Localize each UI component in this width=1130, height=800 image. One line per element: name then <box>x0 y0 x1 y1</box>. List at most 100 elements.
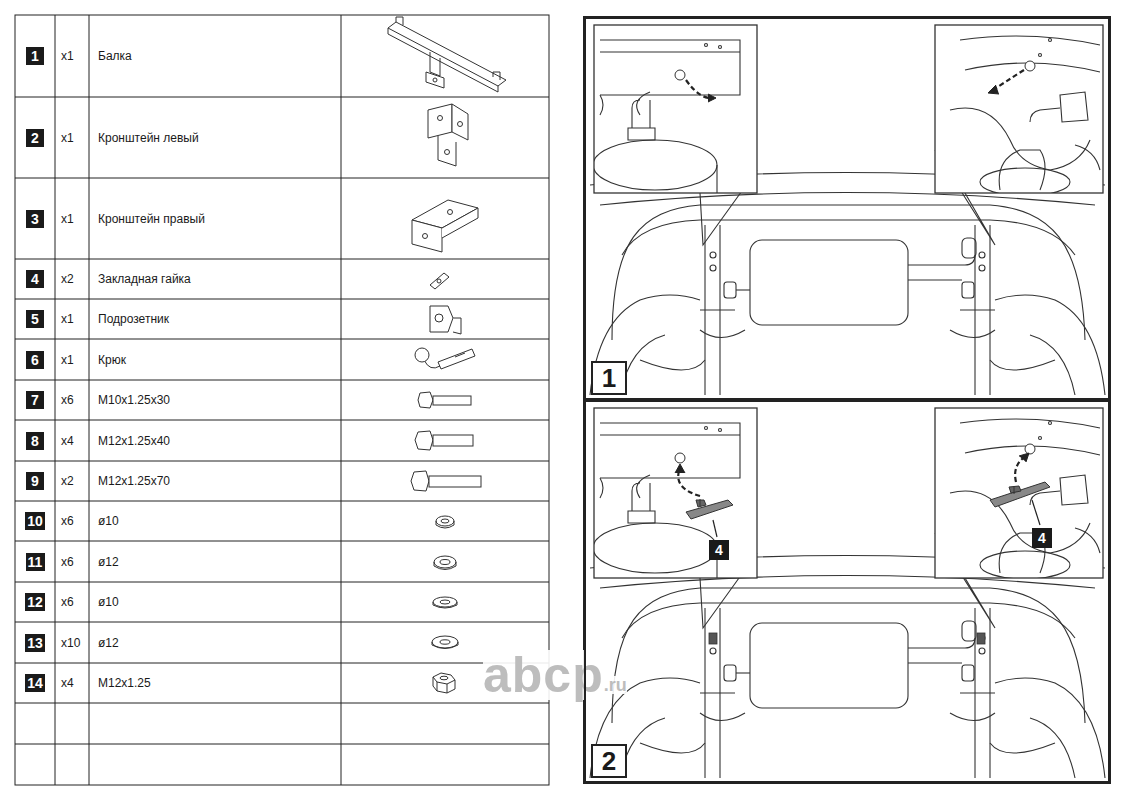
row-number: 3 <box>26 210 44 228</box>
line-art <box>594 25 757 193</box>
line-art <box>584 17 1110 783</box>
line-art <box>433 673 455 693</box>
line-art <box>442 208 478 238</box>
line-art <box>453 318 461 334</box>
line-art <box>455 353 465 357</box>
line-art <box>1025 61 1035 71</box>
line-art <box>430 306 453 332</box>
watermark-suffix: .ru <box>604 676 627 694</box>
quantity: x1 <box>61 312 74 326</box>
line-art <box>423 234 428 239</box>
line-art <box>445 150 450 155</box>
line-art <box>430 273 449 289</box>
line-art <box>15 663 549 664</box>
line-art <box>590 556 1105 779</box>
quantity: x6 <box>61 555 74 569</box>
line-art <box>436 521 454 528</box>
line-art <box>675 70 685 80</box>
quantity: x1 <box>61 49 74 63</box>
row-number: 8 <box>26 432 44 450</box>
line-art <box>15 461 549 462</box>
part-name: ø12 <box>98 636 119 650</box>
part-name: Кронштейн левый <box>98 131 199 145</box>
line-art <box>396 17 403 25</box>
quantity: x2 <box>61 272 74 286</box>
line-art <box>440 676 448 680</box>
row-number: 12 <box>25 593 45 611</box>
line-art <box>433 602 457 608</box>
line-art <box>675 464 685 473</box>
step-number: 1 <box>591 361 627 395</box>
row-number: 1 <box>26 47 44 65</box>
line-art <box>415 348 429 362</box>
callout-text: 4 <box>1038 530 1046 546</box>
line-art <box>950 419 1100 579</box>
line-art <box>1032 500 1040 525</box>
line-art <box>433 396 471 405</box>
line-art <box>15 541 549 542</box>
line-art <box>950 36 1100 196</box>
callout-number: 4 <box>1032 528 1052 548</box>
line-art <box>593 423 740 578</box>
line-art <box>434 556 456 568</box>
row-number: 7 <box>26 391 44 409</box>
row-number: 13 <box>25 634 45 652</box>
row-number: 4 <box>26 270 44 288</box>
line-art <box>415 431 433 450</box>
line-art <box>428 104 452 138</box>
line-art <box>341 15 342 785</box>
line-art <box>1009 486 1021 494</box>
line-art <box>433 677 455 693</box>
line-art <box>433 597 457 607</box>
line-art <box>977 633 985 644</box>
row-number: 10 <box>25 512 45 530</box>
line-art <box>436 516 454 526</box>
line-art <box>435 314 443 322</box>
line-art <box>709 633 717 644</box>
line-art <box>593 40 740 195</box>
line-art <box>1019 453 1029 462</box>
line-art <box>433 78 437 82</box>
part-name: M10x1.25x30 <box>98 393 170 407</box>
line-art <box>950 36 1100 196</box>
line-art <box>15 582 549 583</box>
part-name: Балка <box>98 49 132 63</box>
part-name: ø12 <box>98 555 119 569</box>
part-name: Подрозетник <box>98 312 169 326</box>
row-number: 5 <box>26 310 44 328</box>
quantity: x6 <box>61 393 74 407</box>
part-name: Кронштейн правый <box>98 212 205 226</box>
line-art <box>411 471 429 491</box>
line-art <box>434 562 456 570</box>
line-art <box>418 392 433 408</box>
line-art <box>440 560 450 565</box>
quantity: x4 <box>61 434 74 448</box>
line-art <box>433 435 473 446</box>
line-art <box>1025 444 1035 454</box>
line-art <box>424 360 440 368</box>
part-name: ø10 <box>98 595 119 609</box>
line-art <box>593 40 740 195</box>
line-art <box>686 500 733 519</box>
line-art <box>15 380 549 381</box>
quantity: x2 <box>61 474 74 488</box>
line-art <box>432 636 458 648</box>
line-art <box>594 408 757 578</box>
quantity: x1 <box>61 131 74 145</box>
row-number: 2 <box>26 129 44 147</box>
line-art <box>15 703 549 704</box>
line-art <box>15 501 549 502</box>
quantity: x10 <box>61 636 80 650</box>
line-art <box>15 259 549 260</box>
step-panel: 1 <box>584 17 1110 400</box>
line-art <box>15 15 549 785</box>
line-art <box>708 94 716 102</box>
line-art <box>440 600 450 604</box>
step-panel: 244 <box>584 400 1110 783</box>
quantity: x1 <box>61 353 74 367</box>
part-name: M12x1.25x70 <box>98 474 170 488</box>
part-name: Крюк <box>98 353 126 367</box>
part-name: ø10 <box>98 514 119 528</box>
line-art <box>15 178 549 179</box>
